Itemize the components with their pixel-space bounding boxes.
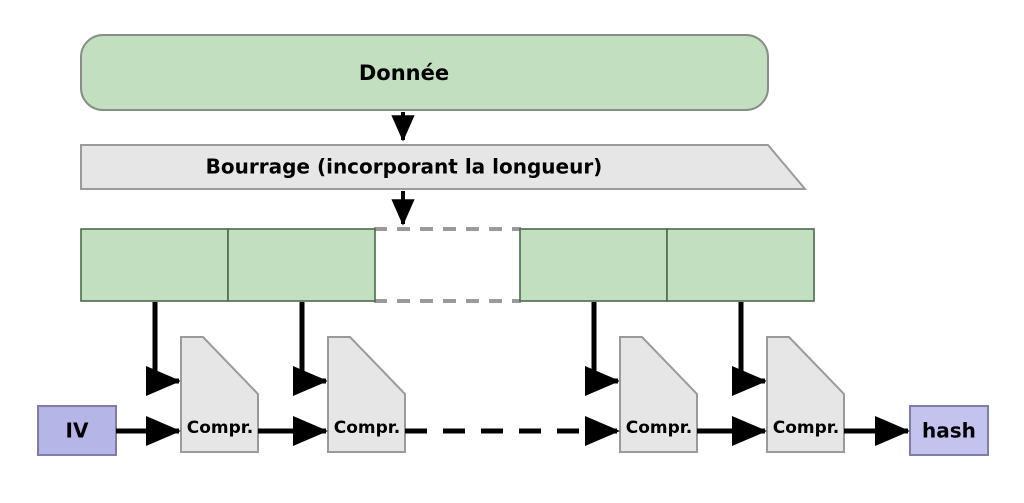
padding-node: Bourrage (incorporant la longueur)	[80, 144, 808, 190]
connector-block-2	[293, 302, 329, 396]
iv-node-label: IV	[66, 419, 89, 443]
compression-node-2: Compr.	[327, 336, 406, 453]
data-node-shape	[80, 34, 769, 111]
compression-node-2-label: Compr.	[334, 418, 400, 438]
padding-node-shape	[80, 144, 808, 190]
compression-node-1: Compr.	[180, 336, 259, 453]
block-2	[227, 228, 376, 302]
compression-node-4: Compr.	[766, 336, 845, 453]
compression-node-4-label: Compr.	[773, 418, 839, 438]
message-blocks	[80, 227, 815, 303]
padding-node-label: Bourrage (incorporant la longueur)	[206, 155, 603, 179]
compression-node-3: Compr.	[619, 336, 698, 453]
iv-node: IV	[37, 405, 117, 456]
block-to-compression-connectors	[146, 302, 768, 396]
block-1	[80, 228, 229, 302]
compression-node-3-label: Compr.	[626, 418, 692, 438]
hash-node-label: hash	[922, 419, 976, 443]
connector-block-4	[732, 302, 768, 396]
iv-node-shape	[37, 405, 117, 456]
block-3	[519, 228, 668, 302]
data-node: Donnée	[80, 34, 769, 111]
compression-node-1-label: Compr.	[187, 418, 253, 438]
hash-node: hash	[909, 405, 989, 456]
block-4	[666, 228, 815, 302]
data-node-label: Donnée	[359, 61, 449, 85]
connector-block-3	[585, 302, 621, 396]
connector-block-1	[146, 302, 182, 396]
